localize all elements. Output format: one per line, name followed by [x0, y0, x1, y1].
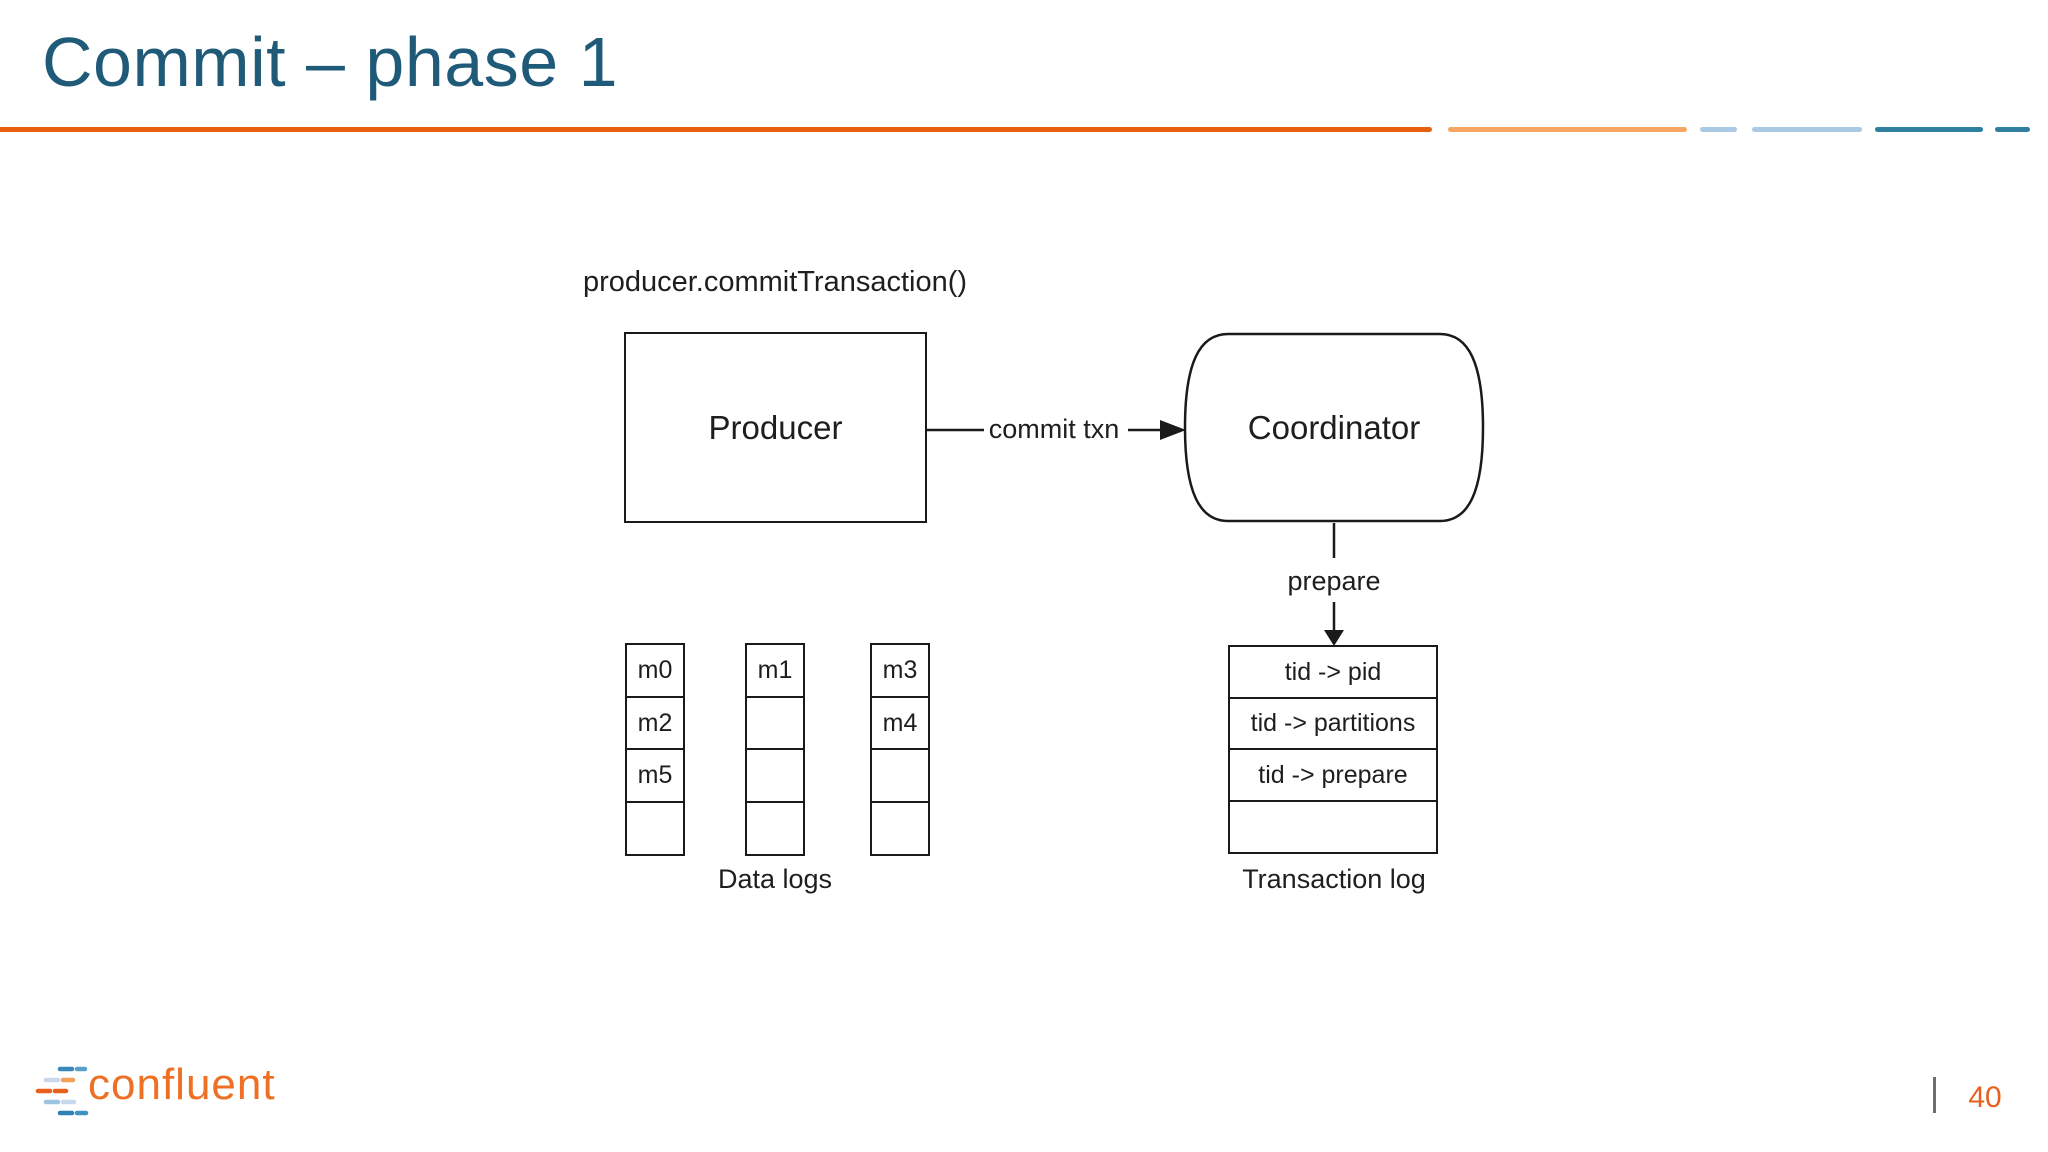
txn-log-row: tid -> prepare — [1228, 748, 1438, 802]
title-rule-dash-teal-long — [1875, 127, 1983, 132]
coordinator-barrel-shape — [1183, 332, 1485, 523]
txn-log-row: tid -> partitions — [1228, 696, 1438, 751]
txn-log-row: tid -> pid — [1228, 645, 1438, 699]
prepare-label: prepare — [1287, 566, 1381, 596]
coordinator-node: Coordinator — [1183, 332, 1485, 523]
title-rule-dash-teal-short — [1995, 127, 2030, 132]
log-cell: m1 — [745, 643, 805, 698]
log-cell: m3 — [870, 643, 930, 698]
title-rule-dash-lightblue-long — [1752, 127, 1862, 132]
method-call-label: producer.commitTransaction() — [582, 266, 968, 298]
footer-divider — [1933, 1077, 1936, 1113]
log-cell — [745, 748, 805, 803]
log-cell: m0 — [625, 643, 685, 698]
title-rule-dash-lightblue-short — [1700, 127, 1737, 132]
producer-node: Producer — [624, 332, 927, 523]
data-log-stack-2: m1 — [745, 643, 805, 856]
transaction-log-caption: Transaction log — [1242, 864, 1426, 894]
confluent-logo-mark-icon — [35, 1066, 89, 1116]
data-logs-caption: Data logs — [717, 864, 833, 894]
confluent-logo: confluent — [32, 1058, 362, 1128]
txn-log-row — [1228, 799, 1438, 854]
page-title: Commit – phase 1 — [42, 23, 619, 101]
log-cell — [745, 800, 805, 856]
log-cell — [625, 800, 685, 856]
coordinator-label: Coordinator — [1247, 408, 1421, 446]
producer-label: Producer — [708, 408, 843, 446]
page-number: 40 — [1968, 1081, 2002, 1114]
log-cell — [745, 695, 805, 751]
transaction-log-table: tid -> pid tid -> partitions tid -> prep… — [1228, 645, 1438, 854]
data-log-stack-1: m0 m2 m5 — [625, 643, 685, 856]
log-cell — [870, 800, 930, 856]
data-log-stack-3: m3 m4 — [870, 643, 930, 856]
title-rule-dash-orange — [1448, 127, 1687, 132]
log-cell: m4 — [870, 695, 930, 751]
title-rule-main — [0, 127, 1432, 132]
log-cell: m5 — [625, 748, 685, 803]
prepare-arrowhead-icon — [1324, 630, 1344, 646]
log-cell: m2 — [625, 695, 685, 751]
log-cell — [870, 748, 930, 803]
confluent-wordmark: confluent — [88, 1060, 276, 1109]
commit-txn-label: commit txn — [988, 414, 1120, 444]
